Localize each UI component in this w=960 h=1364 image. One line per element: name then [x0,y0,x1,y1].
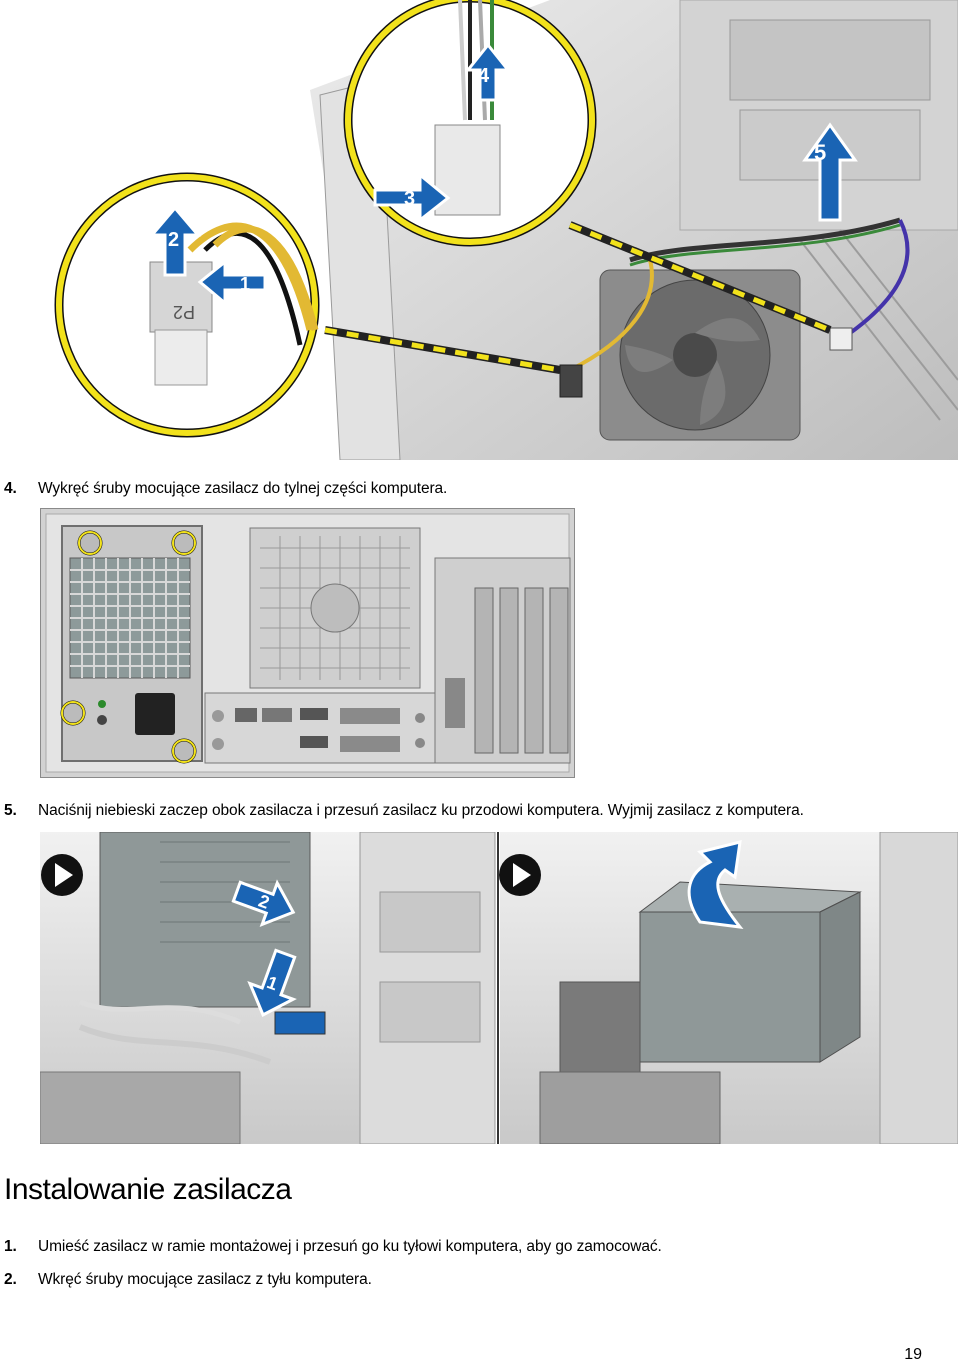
arrow-1-icon [247,948,297,1017]
psu-right [639,911,821,1063]
step-number: 2. [4,1271,17,1288]
step-number: 4. [4,480,17,497]
arrow-lift-icon [687,840,744,929]
cpu-fan [599,269,801,441]
remove-psu-illustration: 2 1 [40,832,958,1144]
magnifier-circle-top [343,0,597,247]
play-icon-left [41,854,83,896]
figure-cable-disconnect: 5 P2 2 1 [40,0,958,460]
step-5: 5. Naciśnij niebieski zaczep obok zasilac… [4,802,804,820]
arrow-4-icon [464,42,512,102]
step-text: Wykręć śruby mocujące zasilacz do tylnej… [38,480,448,497]
install-step-2: 2. Wkręć śruby mocujące zasilacz z tyłu k… [4,1271,372,1289]
connector-p2-board [559,364,583,398]
step-text: Wkręć śruby mocujące zasilacz z tyłu kom… [38,1271,372,1288]
figure-remove-psu: 2 1 [40,832,958,1144]
callout-5-label: 5 [814,140,826,165]
step-text: Umieść zasilacz w ramie montażowej i prz… [38,1238,662,1255]
screw-top-left-icon [77,530,103,556]
step-number: 5. [4,802,17,819]
arrow-1-icon [197,258,267,307]
install-step-1: 1. Umieść zasilacz w ramie montażowej i p… [4,1238,662,1256]
step-4: 4. Wykręć śruby mocujące zasilacz do tyln… [4,480,447,498]
magnifier-circle-left: P2 [54,172,320,438]
arrow-2-icon [148,205,202,277]
screw-top-right-icon [171,530,197,556]
arrow-3-icon [373,171,451,224]
io-panel [204,692,436,764]
callout-3-label: 3 [404,188,415,210]
callout-4-label: 4 [478,65,490,87]
callout-2-label: 2 [168,229,179,251]
play-icon-right [499,854,541,896]
arrow-5-icon [802,122,858,222]
figure-rear-panel-screws [40,508,575,778]
screw-bottom-right-icon [171,738,197,764]
connector-atx-board [829,327,853,351]
callout-1-label: 1 [240,274,250,294]
connector-p2-label: P2 [173,302,195,322]
screw-mid-left-icon [60,700,86,726]
cable-disconnect-illustration: 5 P2 2 1 [54,0,958,460]
step-number: 1. [4,1238,17,1255]
step-text: Naciśnij niebieski zaczep obok zasilacza… [38,802,804,819]
section-title: Instalowanie zasilacza [4,1173,292,1206]
rear-panel-illustration [40,508,575,778]
arrow-2-icon [231,879,296,927]
page-number: 19 [904,1346,922,1363]
blue-latch [274,1011,326,1035]
power-socket [135,693,175,735]
